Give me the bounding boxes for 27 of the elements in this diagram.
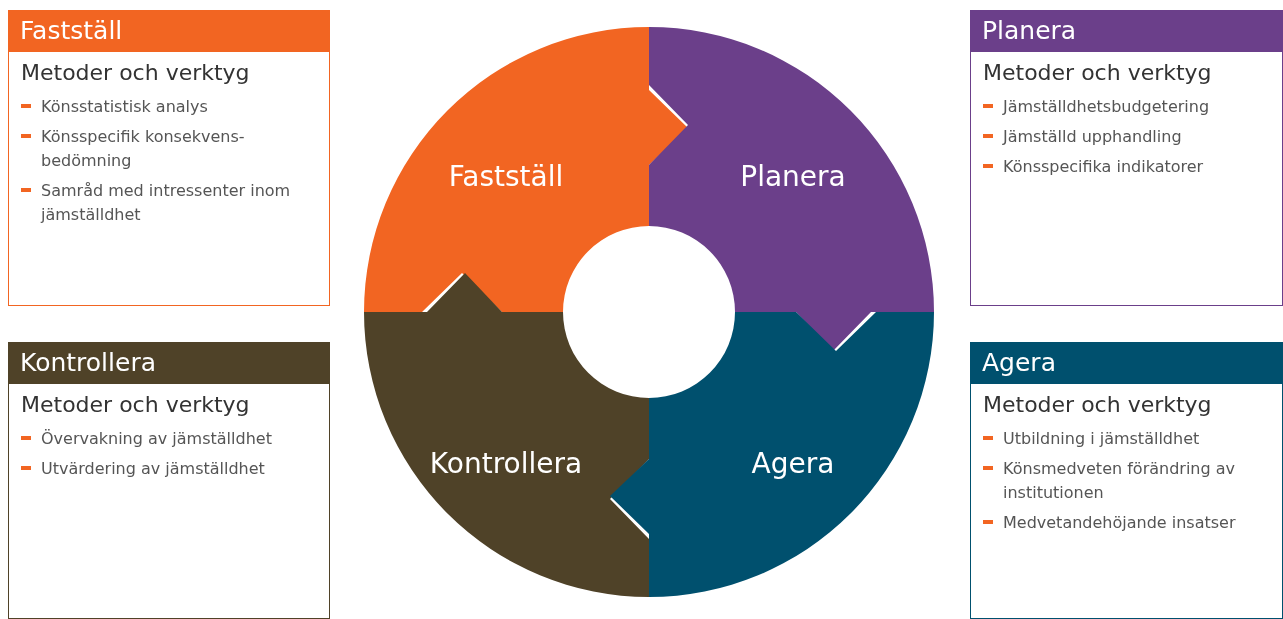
list-item-text: Medvetandehöjande insatser: [1003, 512, 1236, 534]
card-header: Agera: [970, 342, 1283, 384]
segment-label: Kontrollera: [429, 446, 583, 480]
card-header: Planera: [970, 10, 1283, 52]
card-header: Kontrollera: [8, 342, 330, 384]
list-item-text: Övervakning av jämställdhet: [41, 428, 272, 450]
segment-label: Planera: [740, 159, 846, 193]
list-item-text: Utvärdering av jämställdhet: [41, 458, 265, 480]
info-card: [970, 10, 1283, 306]
card-subheading: Metoder och verktyg: [982, 391, 1213, 419]
list-item-text: Könsmedveten förändring av institutionen: [1003, 458, 1236, 504]
info-card: [8, 342, 330, 619]
card-subheading: Metoder och verktyg: [20, 59, 251, 87]
card-subheading: Metoder och verktyg: [982, 59, 1213, 87]
info-card: [8, 10, 330, 306]
list-item-text: Samråd med intressenter inom jämställdhet: [41, 180, 292, 226]
segment-label: Agera: [751, 446, 835, 480]
list-item-text: Könsspecifika indikatorer: [1003, 156, 1204, 178]
info-card: [970, 342, 1283, 619]
list-item-text: Jämställdhetsbudgetering: [1003, 96, 1210, 118]
list-item-text: Könsstatistisk analys: [41, 96, 208, 118]
card-header: Fastställ: [8, 10, 330, 52]
segment-label: Fastställ: [448, 159, 564, 193]
list-item-text: Utbildning i jämställdhet: [1003, 428, 1200, 450]
list-item-text: Könsspecifik konsekvens-bedömning: [41, 126, 246, 172]
card-subheading: Metoder och verktyg: [20, 391, 251, 419]
list-item-text: Jämställd upphandling: [1003, 126, 1182, 148]
